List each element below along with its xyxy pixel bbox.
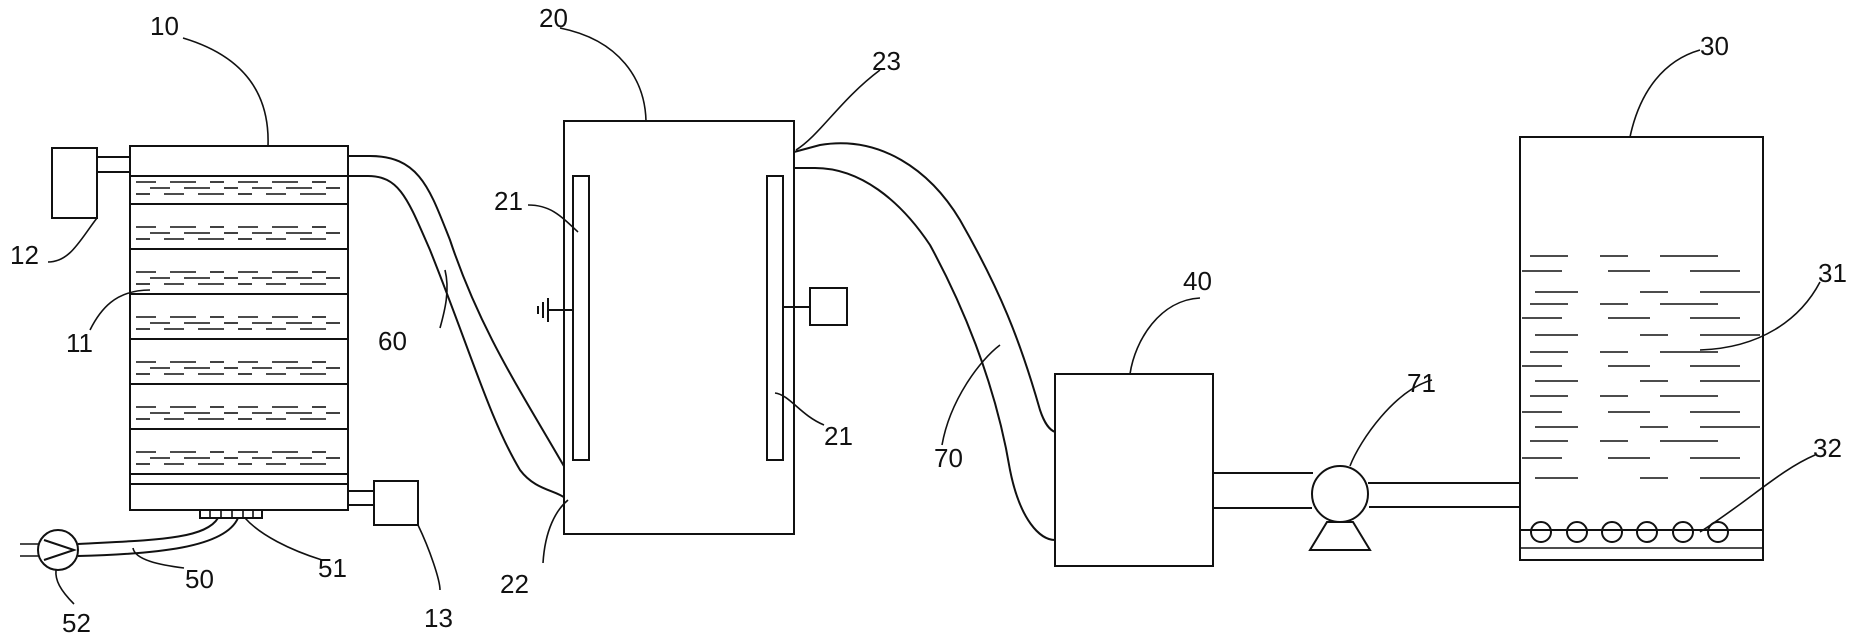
- pipe-50: [20, 517, 239, 557]
- aerator-32: [1530, 521, 1729, 543]
- labels: 10 12 11 13 20 21 21 22 23 30 31 32 40 5…: [10, 3, 1847, 638]
- label-21-left: 21: [494, 186, 523, 216]
- label-40: 40: [1183, 266, 1212, 296]
- label-23: 23: [872, 46, 901, 76]
- device-13: [348, 480, 419, 526]
- label-70: 70: [934, 443, 963, 473]
- tank-10: [129, 145, 349, 511]
- pipe-40-71: [1213, 472, 1520, 509]
- pump-71: [1308, 465, 1372, 551]
- tank-10-layers: [130, 181, 348, 475]
- aerator-bubble: [1530, 521, 1552, 543]
- label-32: 32: [1813, 433, 1842, 463]
- unit-40: [1054, 373, 1214, 567]
- tank-30: [1519, 136, 1764, 561]
- label-11: 11: [66, 328, 93, 358]
- tank-30-water-lines: [1522, 255, 1760, 479]
- aerator-bubble: [1672, 521, 1694, 543]
- aerator-bubble: [1636, 521, 1658, 543]
- label-52: 52: [62, 608, 91, 638]
- label-30: 30: [1700, 31, 1729, 61]
- aerator-bubble: [1566, 521, 1588, 543]
- pipe-70: [793, 142, 1056, 541]
- label-50: 50: [185, 564, 214, 594]
- label-22: 22: [500, 569, 529, 599]
- aerator-bubble: [1707, 521, 1729, 543]
- label-31: 31: [1818, 258, 1847, 288]
- pipe-60: [348, 155, 566, 499]
- label-21-right: 21: [824, 421, 853, 451]
- diffuser-51: [199, 509, 263, 519]
- label-13: 13: [424, 603, 453, 633]
- label-60: 60: [378, 326, 407, 356]
- device-12: [51, 147, 130, 219]
- label-51: 51: [318, 553, 347, 583]
- reactor-20: [537, 120, 848, 535]
- label-20: 20: [539, 3, 568, 33]
- label-71: 71: [1407, 368, 1436, 398]
- label-10: 10: [150, 11, 179, 41]
- pump-52: [37, 529, 79, 571]
- leader-lines: [47, 27, 1821, 605]
- label-12: 12: [10, 240, 39, 270]
- aerator-bubble: [1601, 521, 1623, 543]
